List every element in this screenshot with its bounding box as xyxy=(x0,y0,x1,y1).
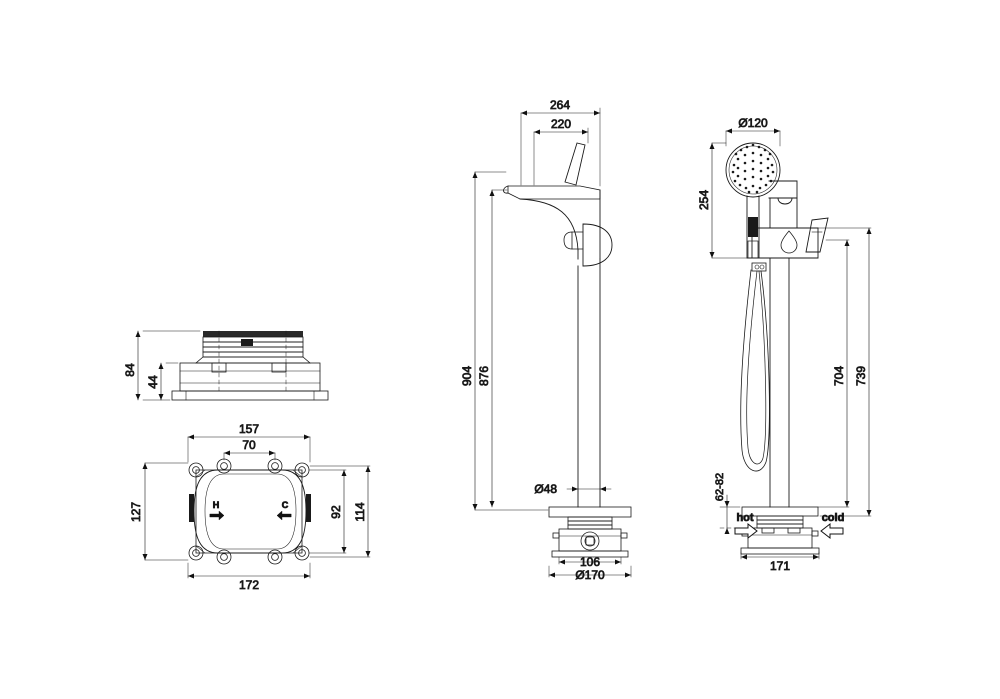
dim-127: 127 xyxy=(129,462,189,561)
dim-44: 44 xyxy=(146,362,179,401)
dim-264: 264 xyxy=(520,98,601,187)
dim-904: 904 xyxy=(460,171,549,511)
mixer-side-view xyxy=(503,142,632,558)
dim-739-label: 739 xyxy=(854,366,868,386)
dim-254: 254 xyxy=(697,142,751,259)
dim-876: 876 xyxy=(477,189,508,508)
dim-904-label: 904 xyxy=(460,366,474,386)
dim-92: 92 xyxy=(308,469,347,554)
dim-d170-label: Ø170 xyxy=(575,568,605,582)
dim-d120: Ø120 xyxy=(725,116,781,147)
cold-flow-label: cold xyxy=(822,512,845,524)
dim-114-label: 114 xyxy=(353,502,367,521)
plan-cold-label: C xyxy=(282,500,289,510)
dim-127-label: 127 xyxy=(129,502,143,522)
plan-cold-marker: C xyxy=(276,500,292,521)
dim-d48-label: Ø48 xyxy=(534,482,557,496)
dim-704-label: 704 xyxy=(832,366,846,386)
dim-d170: Ø170 xyxy=(548,565,632,582)
dim-62-82-label: 62-82 xyxy=(714,473,726,501)
plan-hot-label: H xyxy=(213,500,220,510)
dim-d48: Ø48 xyxy=(534,482,612,496)
dim-704: 704 xyxy=(817,239,850,508)
rough-in-plan-view xyxy=(188,458,311,565)
dim-84: 84 xyxy=(123,330,201,401)
dim-106-label: 106 xyxy=(580,555,600,569)
dim-220-label: 220 xyxy=(551,117,571,131)
rough-in-elevation-view xyxy=(171,330,329,401)
plan-hot-marker: H xyxy=(209,500,225,521)
dim-157: 157 xyxy=(187,422,311,463)
dim-171-label: 171 xyxy=(770,559,790,573)
shower-front-view xyxy=(725,142,829,555)
hot-flow-indicator: hot xyxy=(734,512,758,540)
spray-nozzle-pattern xyxy=(731,143,775,194)
cold-flow-indicator: cold xyxy=(820,512,845,540)
hot-flow-label: hot xyxy=(736,512,753,524)
dim-172-label: 172 xyxy=(239,578,259,592)
dim-70: 70 xyxy=(223,438,276,461)
dim-739: 739 xyxy=(817,227,872,517)
dim-106: 106 xyxy=(558,555,622,569)
dim-84-label: 84 xyxy=(123,363,137,377)
dim-44-label: 44 xyxy=(146,375,160,389)
dim-114: 114 xyxy=(309,465,371,558)
dim-70-label: 70 xyxy=(242,438,256,452)
dim-62-82: 62-82 xyxy=(714,473,747,534)
dim-254-label: 254 xyxy=(697,190,711,210)
dim-157-label: 157 xyxy=(239,422,259,436)
dim-876-label: 876 xyxy=(477,366,491,386)
dim-d120-label: Ø120 xyxy=(738,116,768,130)
dim-220: 220 xyxy=(533,117,589,186)
dim-92-label: 92 xyxy=(329,505,343,519)
dim-264-label: 264 xyxy=(550,98,570,112)
dim-172: 172 xyxy=(187,562,311,592)
dim-171: 171 xyxy=(740,551,820,573)
